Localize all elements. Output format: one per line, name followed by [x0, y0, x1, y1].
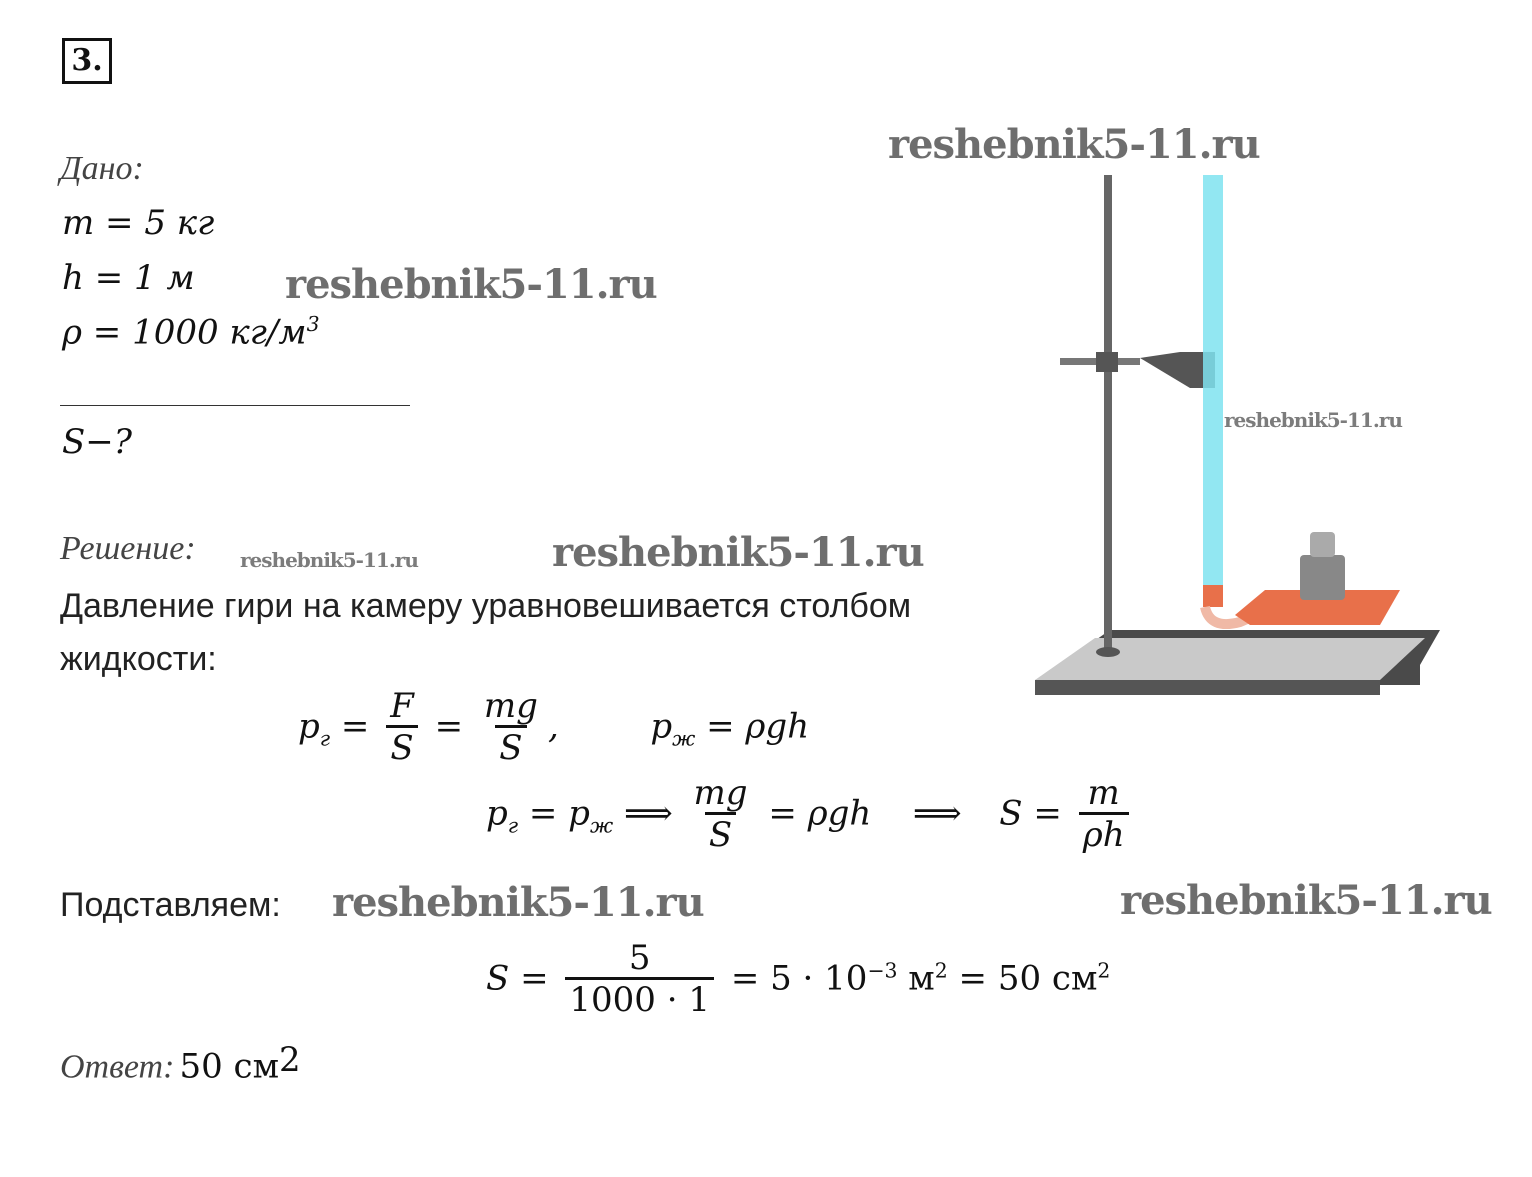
solution-text-2: жидкости: — [60, 640, 217, 678]
stand-rod — [1104, 175, 1112, 655]
clamp-joint — [1096, 352, 1118, 372]
watermark: reshebnik5-11.ru — [552, 529, 925, 576]
rho-g-h: = ρgh — [706, 706, 810, 747]
p-symbol: p — [650, 706, 673, 747]
result-si: = 5 · 10 — [730, 958, 868, 999]
watermark: reshebnik5-11.ru — [1224, 408, 1403, 432]
solution-label: Решение: — [60, 530, 196, 567]
solution-text-1: Давление гири на камеру уравновешивается… — [60, 587, 912, 625]
density-text: ρ = 1000 кг/м — [62, 312, 307, 353]
clamp-holder — [1140, 352, 1215, 388]
rod-foot — [1096, 647, 1120, 657]
given-density: ρ = 1000 кг/м3 — [62, 312, 320, 352]
sub-zh: ж — [672, 726, 696, 751]
sub-g: г — [507, 813, 519, 838]
implies-arrow: ⟹ — [623, 793, 673, 834]
denominator: 1000 · 1 — [565, 977, 714, 1021]
watermark: reshebnik5-11.ru — [240, 548, 419, 572]
rubber-hose — [1200, 600, 1282, 630]
numerator: mg — [483, 686, 538, 726]
denominator: S — [386, 725, 418, 769]
sub-zh: ж — [589, 813, 614, 838]
find-quantity: S−? — [62, 422, 133, 462]
answer-value: 50 см — [179, 1046, 280, 1087]
rho-g-h: = ρgh — [768, 793, 872, 834]
watermark: reshebnik5-11.ru — [1120, 877, 1493, 924]
answer-exp: 2 — [279, 1040, 301, 1080]
unit-m: м — [897, 958, 935, 999]
numerator: mg — [693, 773, 748, 813]
weight-body — [1300, 555, 1345, 600]
numerator: m — [1087, 773, 1120, 813]
result-cm: = 50 см — [947, 958, 1098, 999]
watermark: reshebnik5-11.ru — [285, 261, 658, 308]
stand-base-front — [1035, 680, 1380, 695]
equals-p: = p — [528, 793, 590, 834]
sub-g: г — [319, 726, 331, 751]
implies-arrow: ⟹ — [912, 793, 962, 834]
watermark: reshebnik5-11.ru — [888, 121, 1261, 168]
given-height: h = 1 м — [62, 258, 195, 298]
given-divider — [60, 405, 410, 406]
glass-tube — [1203, 175, 1223, 595]
problem-number: 3. — [62, 38, 112, 84]
denominator: S — [495, 725, 527, 769]
substitute-label: Подставляем: — [60, 886, 281, 924]
exponent: 2 — [934, 958, 948, 983]
p-symbol: p — [486, 793, 508, 834]
numerator: 5 — [628, 938, 651, 978]
S-equals: S = — [486, 958, 549, 999]
density-exp: 3 — [306, 312, 320, 336]
exponent: 2 — [1097, 958, 1111, 983]
equals: = — [340, 706, 370, 747]
answer: Ответ: 50 см2 — [60, 1040, 301, 1086]
answer-label: Ответ: — [60, 1048, 175, 1086]
numerator: F — [390, 686, 414, 726]
tube-liquid — [1203, 585, 1223, 607]
stand-base-top — [1035, 638, 1425, 680]
S-equals: S = — [999, 793, 1062, 834]
exponent: −3 — [867, 958, 898, 983]
given-mass: m = 5 кг — [62, 203, 215, 243]
denominator: S — [704, 812, 737, 856]
apparatus-illustration — [1035, 175, 1440, 695]
watermark: reshebnik5-11.ru — [332, 879, 705, 926]
equals: = — [434, 706, 464, 747]
comma: , — [547, 706, 559, 747]
pressure-chamber — [1235, 590, 1400, 625]
weight-top — [1310, 532, 1335, 557]
given-label: Дано: — [60, 150, 144, 187]
denominator: ρh — [1078, 812, 1129, 856]
p-symbol: p — [298, 706, 320, 747]
